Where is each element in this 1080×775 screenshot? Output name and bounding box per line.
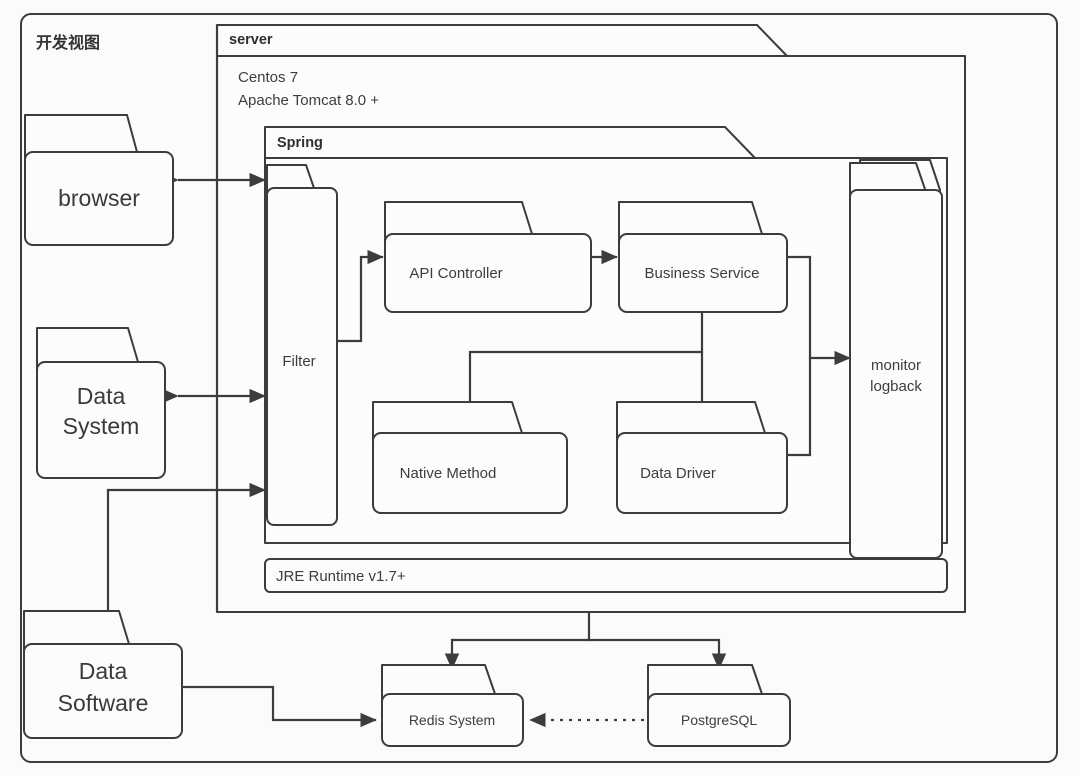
node-browser[interactable] <box>24 114 174 246</box>
conn-datasoftware-redis <box>182 685 377 728</box>
conn-business-nativemethod <box>462 306 704 431</box>
conn-server-postgresql <box>589 638 727 670</box>
node-postgresql[interactable] <box>647 664 791 747</box>
node-native-method[interactable] <box>372 401 568 514</box>
conn-filter-api <box>337 249 384 343</box>
conn-datasoftware-filter <box>106 482 266 636</box>
connector-layer <box>106 25 851 728</box>
node-filter[interactable] <box>266 164 338 526</box>
node-data-software[interactable] <box>23 610 183 739</box>
node-business-service[interactable] <box>618 201 788 313</box>
node-data-system[interactable] <box>36 327 166 479</box>
conn-server-split <box>444 612 591 670</box>
package-spring <box>264 126 948 544</box>
conn-datadriver-monitor <box>787 358 812 457</box>
node-monitor-logback[interactable] <box>849 159 943 559</box>
jre-runtime-box <box>264 558 948 593</box>
conn-business-monitor <box>787 255 851 366</box>
node-api-controller[interactable] <box>384 201 592 313</box>
node-redis-system[interactable] <box>381 664 524 747</box>
node-data-driver[interactable] <box>616 401 788 514</box>
